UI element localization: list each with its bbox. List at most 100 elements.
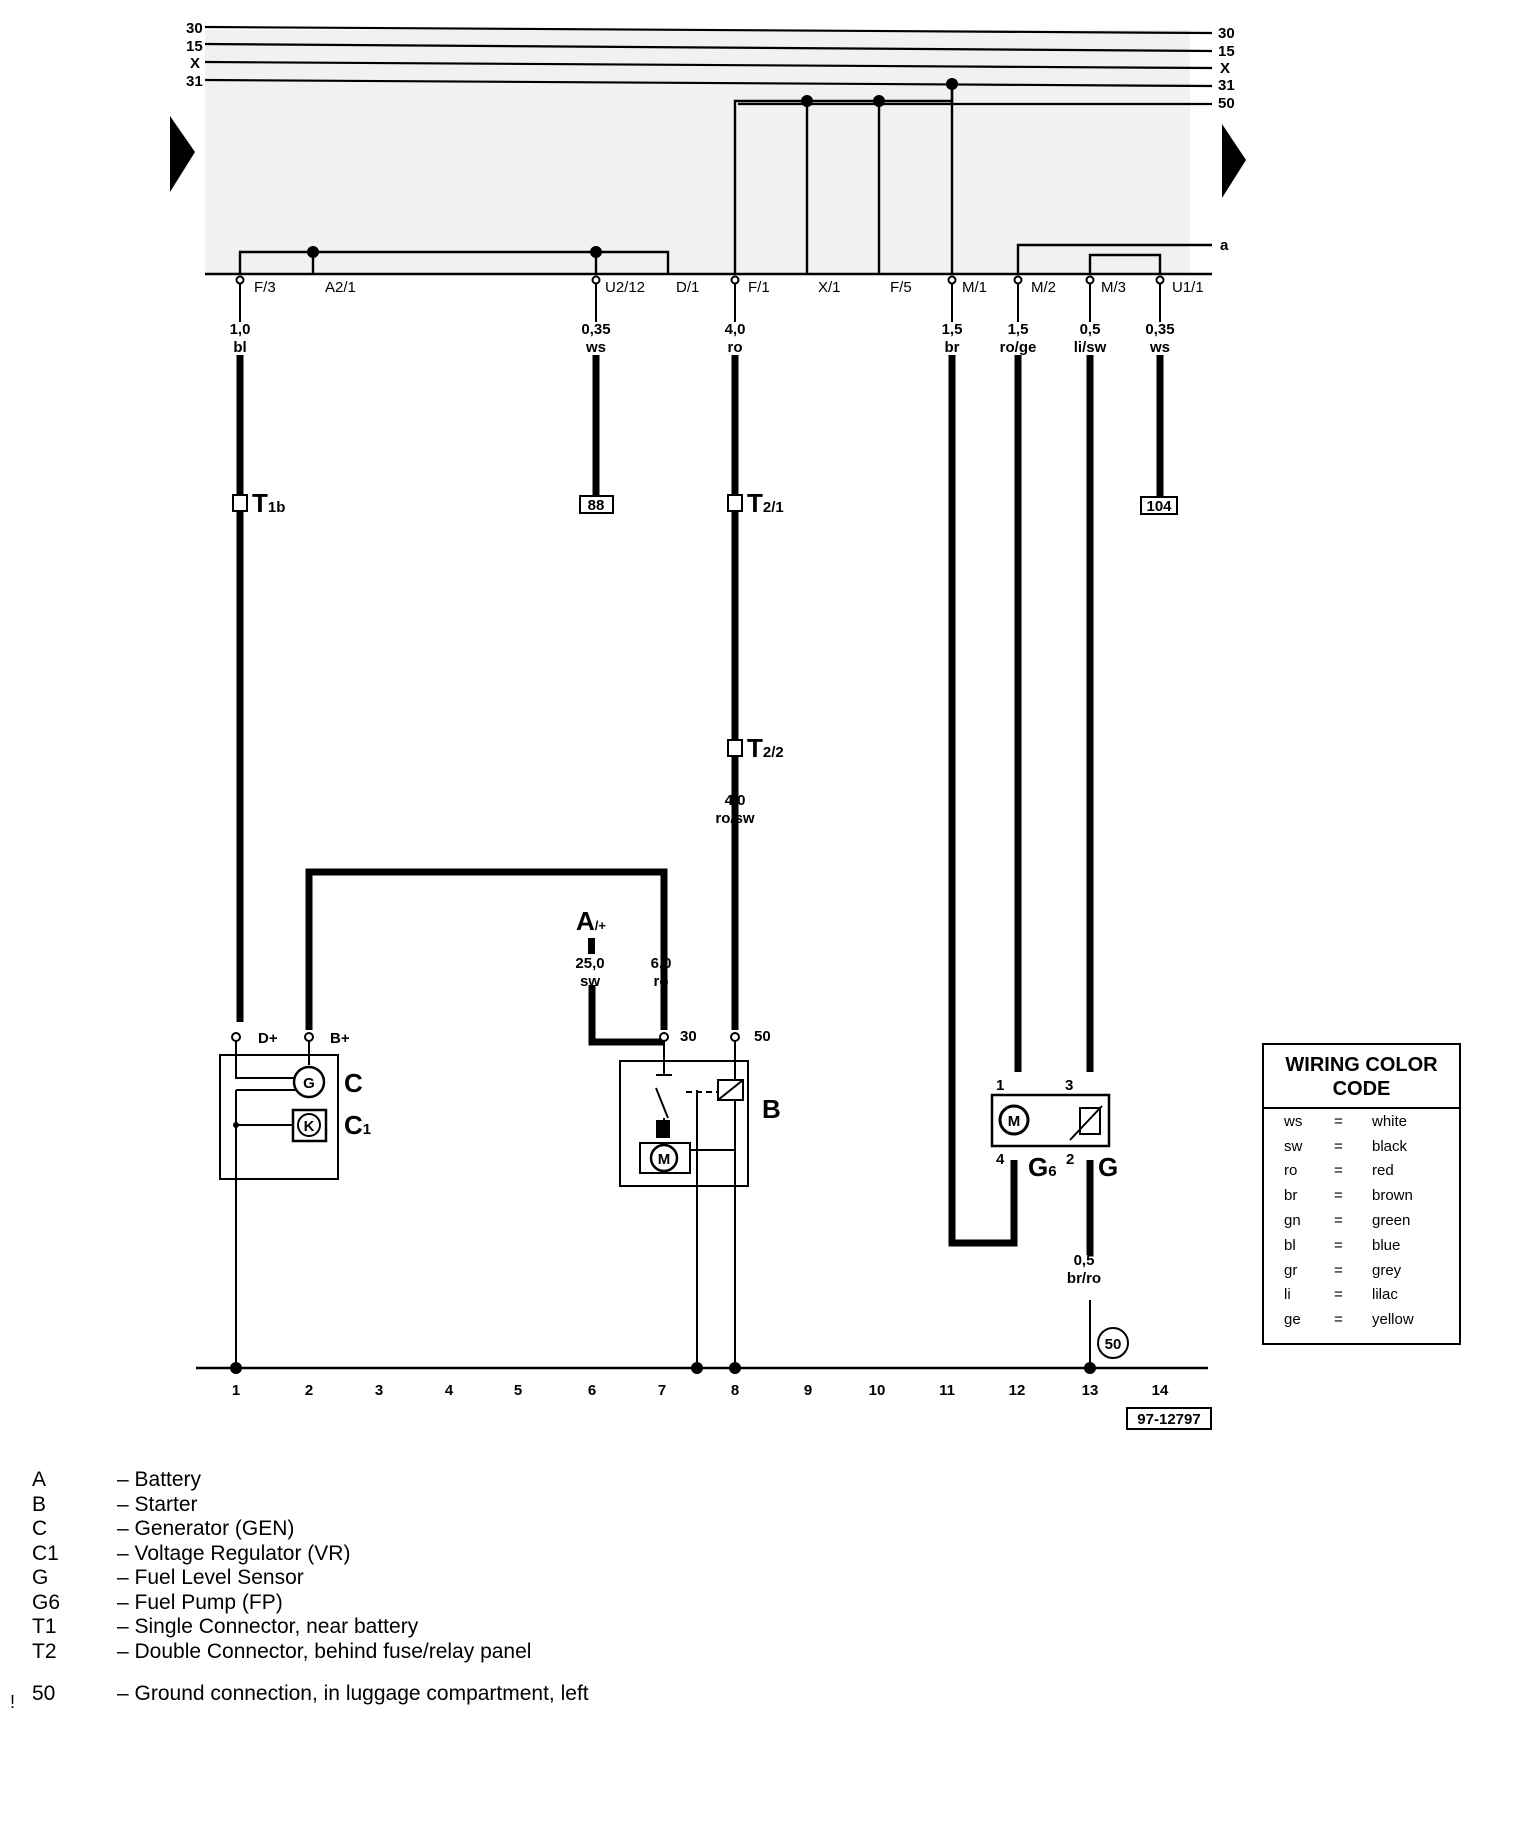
color-code-name: green xyxy=(1372,1212,1411,1230)
reg-junction xyxy=(233,1122,239,1128)
terminal-m1: M/1 xyxy=(962,279,987,296)
legend-key: 50 xyxy=(32,1682,56,1705)
starter-terminal-50-label: 50 xyxy=(754,1028,771,1045)
diagram-id-box xyxy=(1126,1407,1212,1430)
panel-bottom xyxy=(205,243,1212,276)
wire-size-label: 0,5 xyxy=(1080,321,1101,338)
fuel-pump-label: G6 xyxy=(1028,1152,1057,1182)
column-number: 9 xyxy=(804,1382,812,1399)
wire-color-label: ro xyxy=(728,339,743,356)
legend-description: – Ground connection, in luggage compartm… xyxy=(117,1682,589,1705)
terminal-x1: X/1 xyxy=(818,279,841,296)
color-code-row: gr=grey xyxy=(1264,1258,1459,1283)
wire-color-label: br xyxy=(945,339,960,356)
wire-color-label: ro/ge xyxy=(1000,339,1037,356)
bus-label-left-x: X xyxy=(190,55,200,72)
fuel-pin-1: 1 xyxy=(996,1077,1004,1094)
bus-label-right-15: 15 xyxy=(1218,43,1235,60)
generator-wiring xyxy=(235,1041,310,1132)
wire-color-label: ro/sw xyxy=(715,810,755,827)
legend-key: C1 xyxy=(32,1541,59,1565)
legend-description: – Voltage Regulator (VR) xyxy=(117,1541,351,1565)
page-left-arrow xyxy=(170,116,195,192)
color-code-name: red xyxy=(1372,1162,1394,1180)
page-right-arrow xyxy=(1222,124,1246,198)
legend-key: A xyxy=(32,1468,47,1491)
column-number: 7 xyxy=(658,1382,666,1399)
regulator-icon xyxy=(297,1113,321,1137)
starter-wiring xyxy=(655,1041,742,1185)
color-code-name: lilac xyxy=(1372,1286,1398,1304)
regulator-box xyxy=(291,1108,328,1143)
legend-item: T2– Double Connector, behind fuse/relay … xyxy=(32,1640,589,1665)
wire-size-label: 25,0 xyxy=(575,955,604,972)
color-code-abbrev: ws xyxy=(1284,1112,1303,1130)
column-number: 4 xyxy=(445,1382,454,1399)
fuel-unit-housing xyxy=(990,1093,1111,1148)
legend-description: – Double Connector, behind fuse/relay pa… xyxy=(117,1639,532,1663)
note-mark: ! xyxy=(10,1692,16,1712)
connector-t22-icon xyxy=(727,739,743,757)
wire-color-label: li/sw xyxy=(1074,339,1107,356)
terminal-a21: A2/1 xyxy=(325,279,356,296)
connector-t1b-label: T1b xyxy=(252,488,285,518)
fuel-pin-2: 2 xyxy=(1066,1151,1074,1168)
reference-88-label: 88 xyxy=(588,497,605,514)
bus-junction xyxy=(801,95,813,107)
terminal-stubs xyxy=(235,275,1165,285)
connector-t21-label: T2/1 xyxy=(747,488,784,518)
color-code-row: ge=yellow xyxy=(1264,1307,1459,1332)
legend-description: – Single Connector, near battery xyxy=(117,1615,419,1638)
legend-key: G xyxy=(32,1566,49,1589)
regulator-symbol: K xyxy=(304,1118,315,1135)
terminal-u212: U2/12 xyxy=(605,279,645,296)
color-code-equals: = xyxy=(1334,1261,1343,1279)
fuel-sensor-arrow xyxy=(1069,1105,1103,1141)
bus-lines xyxy=(204,25,1213,106)
starter-motor-symbol: M xyxy=(658,1151,671,1168)
wire-color-label: ro xyxy=(654,973,669,990)
legend-item: G– Fuel Level Sensor xyxy=(32,1566,589,1591)
color-code-equals: = xyxy=(1334,1236,1343,1254)
panel-junction xyxy=(590,246,602,258)
ground-point-label: 50 xyxy=(1105,1336,1122,1353)
fuel-sensor-icon xyxy=(1079,1107,1101,1135)
generator-label: C xyxy=(344,1068,363,1098)
color-code-abbrev: li xyxy=(1284,1286,1291,1304)
fuel-sensor-label: G xyxy=(1098,1152,1118,1182)
color-code-abbrev: ge xyxy=(1284,1311,1301,1329)
wire-size-label: 0,5 xyxy=(1074,1252,1095,1269)
color-code-name: white xyxy=(1372,1112,1408,1130)
gen-terminal-d-label: D+ xyxy=(258,1030,278,1047)
legend-item: G6– Fuel Pump (FP) xyxy=(32,1591,589,1616)
color-code-equals: = xyxy=(1334,1212,1343,1230)
wire-size-label: 0,35 xyxy=(1145,321,1174,338)
terminal-m3: M/3 xyxy=(1101,279,1126,296)
wire-size-label: 6,0 xyxy=(651,955,672,972)
color-code-equals: = xyxy=(1334,1286,1343,1304)
ground-junction xyxy=(1084,1362,1096,1374)
starter-housing xyxy=(619,1060,749,1187)
wire-color-label: br/ro xyxy=(1067,1270,1101,1287)
color-code-row: ro=red xyxy=(1264,1159,1459,1184)
reference-box-104 xyxy=(1140,496,1178,515)
color-code-equals: = xyxy=(1334,1187,1343,1205)
bus-label-right-x: X xyxy=(1220,60,1230,77)
legend-key: G6 xyxy=(32,1590,61,1614)
terminal-f5: F/5 xyxy=(890,279,912,296)
wire-color-label: ws xyxy=(585,339,606,356)
bus-label-right-50: 50 xyxy=(1218,95,1235,112)
terminal-b-plus xyxy=(304,1032,314,1042)
connector-t1b-icon xyxy=(232,494,248,512)
column-number: 10 xyxy=(869,1382,886,1399)
bus-junction xyxy=(946,78,958,90)
color-code-row: ws = white xyxy=(1264,1109,1459,1134)
color-code-equals: = xyxy=(1334,1137,1343,1155)
connector-t21-icon xyxy=(727,494,743,512)
column-number: 11 xyxy=(939,1382,955,1399)
color-code-title: WIRING COLOR CODE xyxy=(1264,1045,1459,1109)
color-code-equals: = xyxy=(1334,1112,1343,1130)
color-code-row: bl=blue xyxy=(1264,1233,1459,1258)
color-code-name: grey xyxy=(1372,1261,1402,1279)
